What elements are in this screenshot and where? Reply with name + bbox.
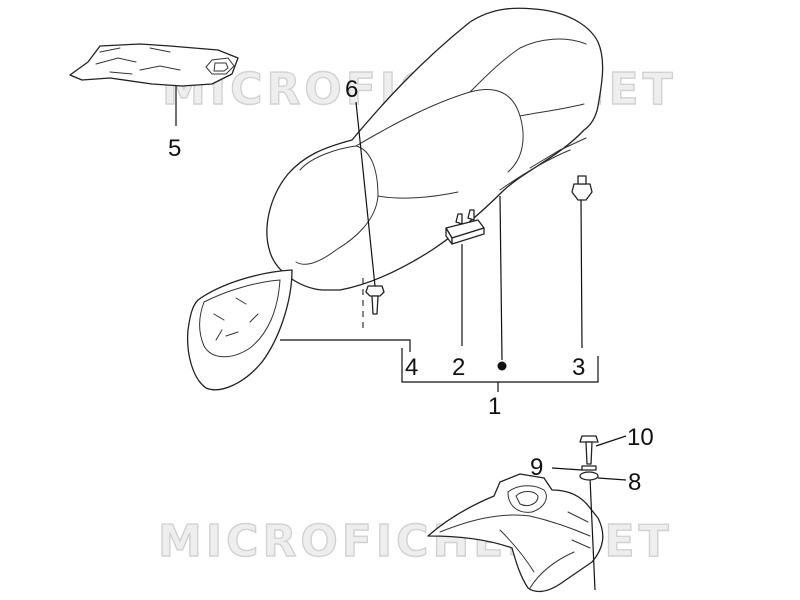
screw-part	[362, 278, 385, 332]
callout-10: 10	[627, 424, 654, 451]
leader-10	[595, 435, 627, 447]
callout-5: 5	[168, 135, 181, 162]
callout-9: 9	[530, 454, 543, 481]
saddle-part	[266, 7, 604, 291]
bolt-part	[579, 435, 599, 465]
callout-6: 6	[345, 76, 358, 103]
leader-9	[551, 467, 583, 471]
leader-8	[597, 477, 627, 481]
emblem-decal-part	[69, 43, 239, 87]
seat-cover-pouch-part	[186, 269, 293, 391]
callout-1: 1	[488, 393, 501, 420]
washer-part	[579, 471, 599, 481]
assembly-dot	[497, 361, 507, 371]
callout-4: 4	[405, 354, 418, 381]
seat-bracket-part	[445, 209, 485, 245]
rear-rack-part	[427, 473, 604, 593]
callout-8: 8	[628, 469, 641, 496]
spring-washer-part	[581, 465, 597, 471]
assembly-bracket	[280, 195, 599, 392]
callout-2: 2	[452, 354, 465, 381]
rubber-bumper-part	[571, 175, 593, 201]
leader-6	[355, 101, 376, 287]
callout-3: 3	[572, 354, 585, 381]
